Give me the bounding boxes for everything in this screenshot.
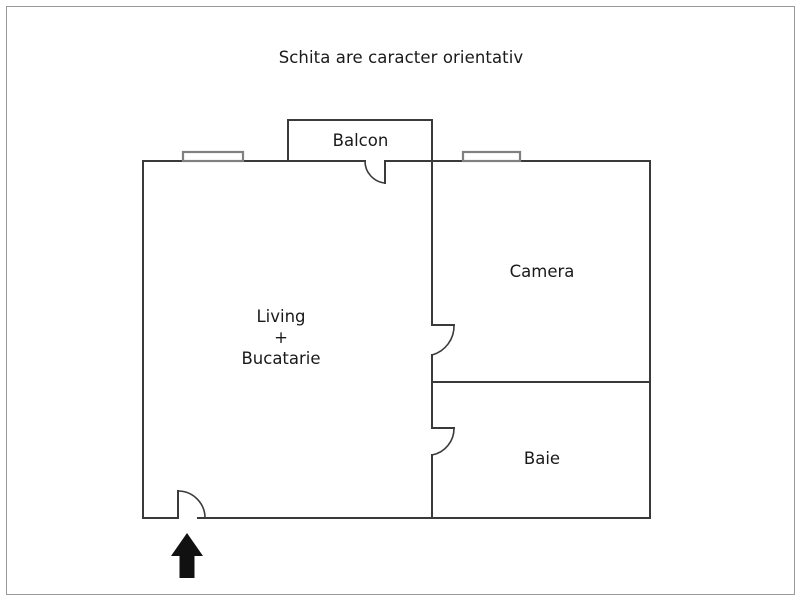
doors-group <box>177 160 455 519</box>
entrance-arrow-shape <box>171 533 203 578</box>
room-label-living-bucatarie: Living + Bucatarie <box>241 307 321 368</box>
room-label-camera: Camera <box>509 262 575 281</box>
room-label-balcon: Balcon <box>332 131 389 150</box>
door-balcony-arc <box>364 160 386 184</box>
door-baie-arc <box>431 427 455 456</box>
door-entrance-arc <box>177 490 206 519</box>
windows-group <box>181 150 522 163</box>
window-living-top <box>181 150 245 163</box>
room-label-baie: Baie <box>523 449 561 468</box>
door-camera-arc <box>431 324 455 356</box>
entrance-arrow <box>171 533 203 578</box>
window-camera-top <box>461 150 522 163</box>
walls-group <box>142 119 651 519</box>
page-title: Schita are caracter orientativ <box>278 48 524 67</box>
page-border <box>6 6 795 595</box>
